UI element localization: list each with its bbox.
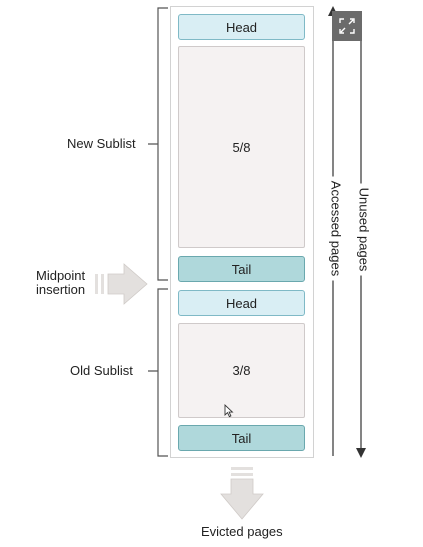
mouse-pointer-icon [224, 403, 234, 418]
new-sublist-block: 5/8 [178, 46, 305, 248]
expand-button[interactable] [332, 11, 362, 41]
midpoint-label-line1: Midpoint [36, 268, 86, 283]
midpoint-label-line2: insertion [36, 282, 86, 297]
old-sublist-label: Old Sublist [70, 363, 133, 378]
new-sublist-head-label: Head [225, 19, 258, 35]
new-sublist-fraction: 5/8 [232, 139, 251, 155]
new-sublist-label: New Sublist [67, 136, 136, 151]
new-sublist-tail: Tail [178, 256, 305, 282]
new-sublist-bracket [148, 7, 168, 281]
evicted-pages-label: Evicted pages [201, 524, 283, 539]
old-sublist-fraction: 3/8 [232, 363, 251, 378]
new-sublist-tail-label: Tail [231, 261, 252, 277]
unused-pages-label: Unused pages [356, 183, 372, 276]
unused-pages-arrowhead [356, 448, 366, 458]
old-sublist-head-label: Head [225, 295, 258, 311]
old-sublist-tail-label: Tail [231, 430, 252, 446]
expand-icon [339, 18, 355, 34]
midpoint-insertion-arrow [95, 263, 148, 305]
new-sublist-head: Head [178, 14, 305, 40]
evicted-pages-arrow [220, 467, 264, 520]
old-sublist-head: Head [178, 290, 305, 316]
accessed-pages-label: Accessed pages [328, 176, 344, 281]
old-sublist-tail: Tail [178, 425, 305, 451]
old-sublist-bracket [148, 288, 168, 457]
old-sublist-block: 3/8 [178, 323, 305, 418]
